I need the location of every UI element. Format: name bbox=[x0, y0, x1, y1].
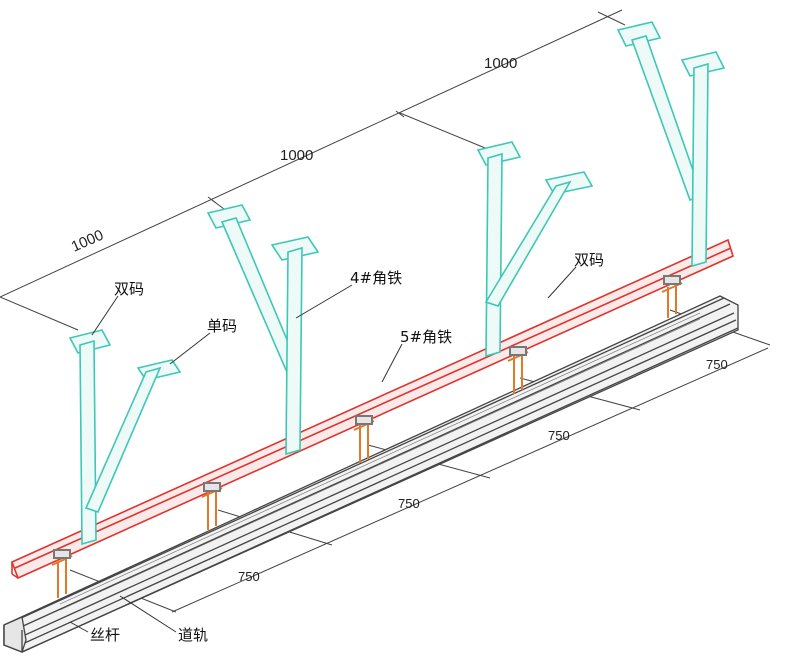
dimension-top-3: 1000 bbox=[484, 55, 517, 72]
hanger-4 bbox=[616, 21, 726, 268]
rod-2 bbox=[201, 482, 223, 530]
dimension-bottom-3: 750 bbox=[548, 428, 570, 443]
hangers bbox=[68, 21, 726, 546]
dimension-bottom-2: 750 bbox=[398, 496, 420, 511]
dimension-bottom-1: 750 bbox=[238, 569, 260, 584]
dimension-top-1: 1000 bbox=[69, 227, 106, 256]
label-guide-rail: 道轨 bbox=[178, 626, 208, 644]
rod-4 bbox=[507, 346, 529, 394]
dimension-bottom-4: 750 bbox=[706, 357, 728, 372]
hanger-2 bbox=[206, 204, 320, 456]
leader-lines bbox=[69, 266, 577, 633]
dimension-top-2: 1000 bbox=[280, 147, 313, 164]
label-double-bracket-right: 双码 bbox=[574, 251, 604, 269]
rail-hatch bbox=[59, 312, 701, 611]
threaded-rods bbox=[51, 275, 683, 598]
hanger-1 bbox=[68, 329, 182, 546]
label-double-bracket-left: 双码 bbox=[114, 280, 144, 298]
label-angle-iron-5: 5#角铁 bbox=[400, 328, 452, 346]
label-single-bracket: 单码 bbox=[207, 317, 237, 335]
top-dimension-lines bbox=[0, 9, 626, 331]
hanger-3 bbox=[476, 141, 594, 358]
rod-1 bbox=[51, 549, 73, 598]
label-threaded-rod: 丝杆 bbox=[90, 626, 120, 644]
label-angle-iron-4: 4#角铁 bbox=[350, 269, 402, 287]
rod-5 bbox=[661, 275, 683, 318]
rod-3 bbox=[353, 415, 375, 463]
